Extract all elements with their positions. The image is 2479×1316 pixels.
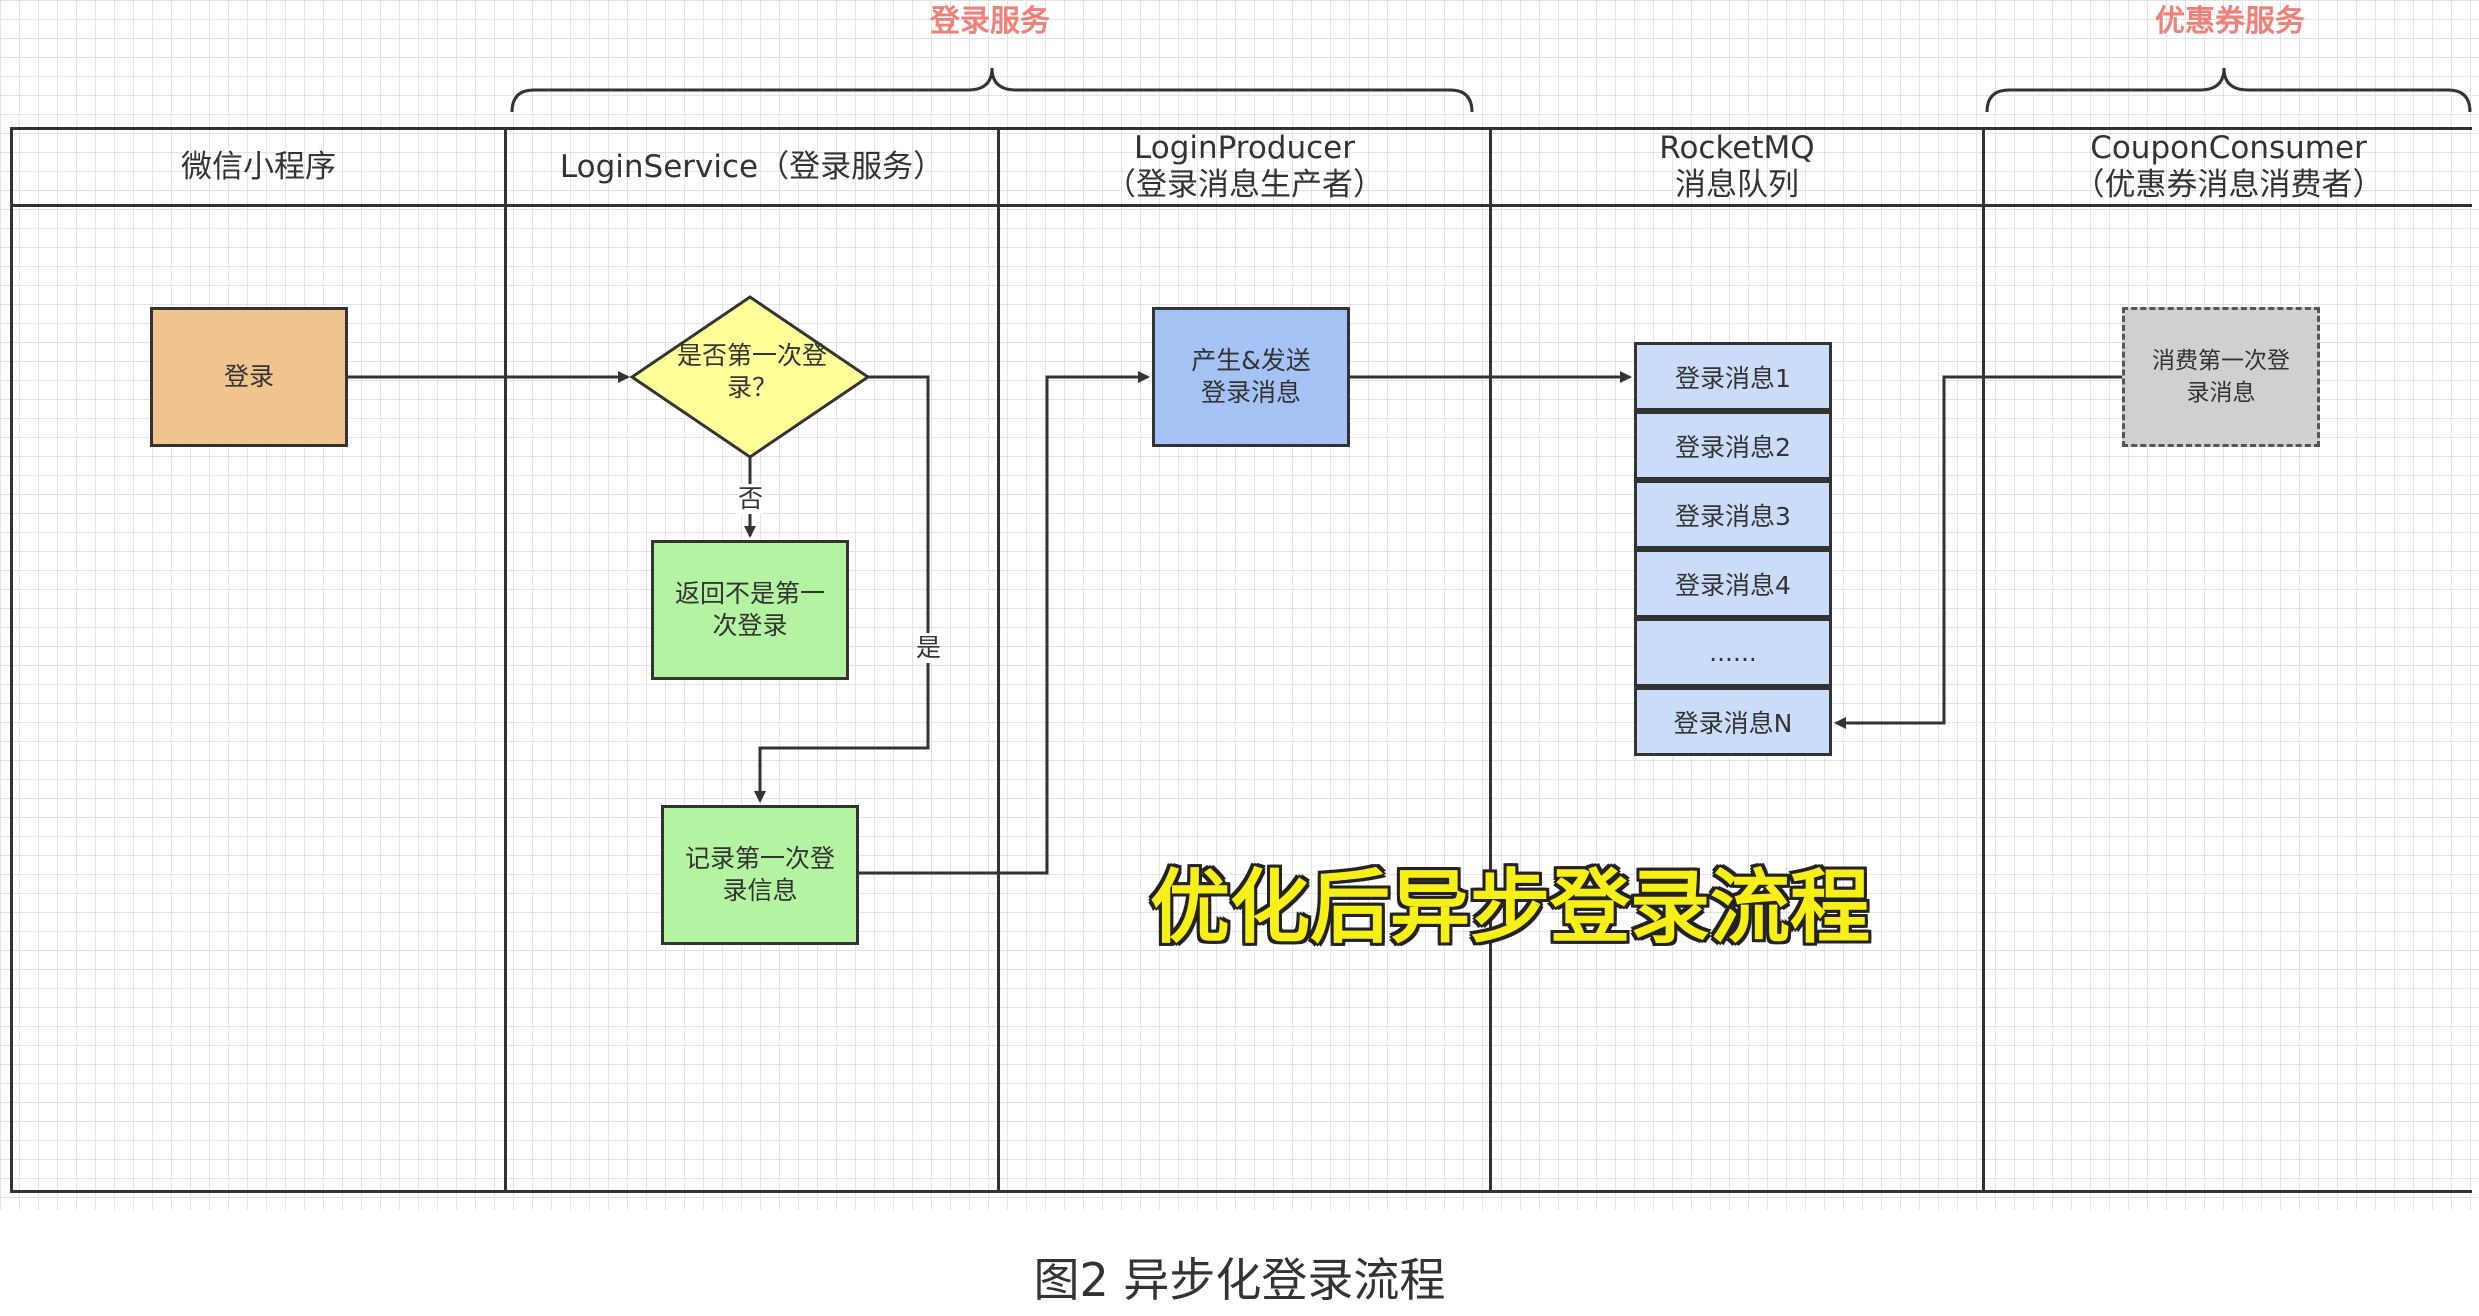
lane-title: CouponConsumer <box>2090 130 2367 166</box>
lane-header: CouponConsumer （优惠券消息消费者） <box>1985 127 2472 207</box>
arrow-decision-yes <box>754 375 930 803</box>
lane-header: RocketMQ 消息队列 <box>1492 127 1982 207</box>
node-record-first-login: 记录第一次登 录信息 <box>661 805 859 945</box>
group-label-coupon-service: 优惠券服务 <box>2155 4 2305 39</box>
lane-rocketmq: RocketMQ 消息队列 <box>1489 127 1982 1193</box>
lane-subtitle: （登录消息生产者） <box>1105 167 1384 203</box>
lane-coupon-consumer: CouponConsumer （优惠券消息消费者） <box>1982 127 2472 1193</box>
lane-title: RocketMQ <box>1659 130 1815 166</box>
lane-header: LoginService（登录服务） <box>507 127 997 207</box>
lane-login-service: LoginService（登录服务） <box>504 127 997 1193</box>
lane-wechat-miniprogram: 微信小程序 <box>10 127 504 1193</box>
queue-item: 登录消息2 <box>1634 411 1832 480</box>
figure-caption: 图2 异步化登录流程 <box>1033 1253 1446 1307</box>
lane-subtitle: （优惠券消息消费者） <box>2073 167 2384 203</box>
node-return-not-first: 返回不是第一 次登录 <box>651 540 849 680</box>
lane-title: 微信小程序 <box>181 148 336 185</box>
lane-header: 微信小程序 <box>13 127 504 207</box>
lane-title: LoginService（登录服务） <box>559 148 945 185</box>
node-decision-first-login: 是否第一次登 录？ <box>676 341 827 402</box>
lane-title: LoginProducer <box>1134 130 1355 166</box>
edge-label-no: 否 <box>738 484 764 514</box>
edge-label-yes: 是 <box>916 633 942 663</box>
group-label-login-service: 登录服务 <box>930 4 1050 39</box>
arrow-consumer-to-queue <box>1834 375 2122 729</box>
queue-item: 登录消息4 <box>1634 549 1832 618</box>
diagram-grid-background <box>0 0 2479 1210</box>
brace-coupon-service <box>1985 67 2472 113</box>
queue-item-ellipsis: ...... <box>1634 618 1832 687</box>
lane-subtitle: 消息队列 <box>1675 167 1799 203</box>
node-login: 登录 <box>150 307 348 447</box>
node-produce-send-message: 产生&发送 登录消息 <box>1152 307 1350 447</box>
arrow-record-to-produce <box>859 371 1150 875</box>
queue-item: 登录消息3 <box>1634 480 1832 549</box>
queue-item-last: 登录消息N <box>1634 687 1832 756</box>
node-consume-first-login-message: 消费第一次登 录消息 <box>2122 307 2320 447</box>
lane-login-producer: LoginProducer （登录消息生产者） <box>997 127 1489 1193</box>
brace-login-service <box>510 67 1474 113</box>
overlay-title: 优化后异步登录流程 <box>1150 861 1870 954</box>
lane-header: LoginProducer （登录消息生产者） <box>1000 127 1489 207</box>
queue-item: 登录消息1 <box>1634 342 1832 411</box>
